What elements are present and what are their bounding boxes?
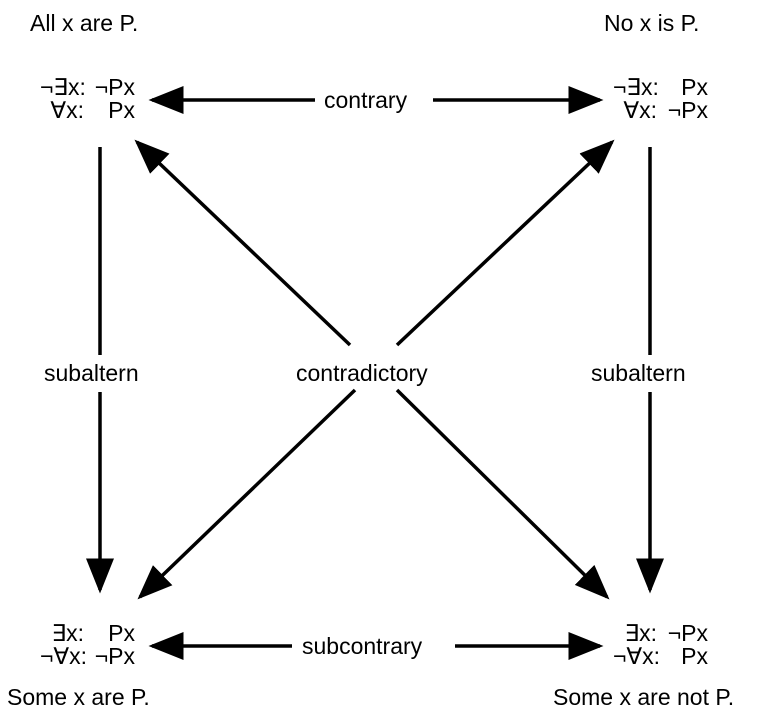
- A-predicate-1: ¬Px: [94, 74, 135, 100]
- contradictory-arrow-to-O: [395, 388, 610, 600]
- I-predicate-1: Px: [108, 620, 135, 646]
- A-quantifier-1: ¬∃x:: [40, 74, 86, 100]
- corner-O-caption: Some x are not P.: [553, 684, 735, 710]
- contradictory-arrow-to-A: [134, 139, 352, 347]
- relation-contradictory-label: contradictory: [292, 360, 432, 386]
- E-quantifier-2: ∀x:: [623, 97, 657, 123]
- E-predicate-1: Px: [681, 74, 708, 100]
- relation-subcontrary-label: subcontrary: [298, 633, 427, 659]
- O-quantifier-2: ¬∀x:: [613, 643, 661, 669]
- relation-subaltern-right-label: subaltern: [587, 360, 690, 386]
- corner-I-formula: ∃x: Px ¬∀x:¬Px: [40, 622, 135, 668]
- corner-O-formula: ∃x: ¬Px ¬∀x: Px: [613, 622, 708, 668]
- I-quantifier-2: ¬∀x:: [40, 643, 88, 669]
- corner-E-formula: ¬∃x: Px ∀x: ¬Px: [613, 76, 708, 122]
- O-predicate-1: ¬Px: [667, 620, 708, 646]
- corner-E-caption: No x is P.: [604, 10, 700, 36]
- corner-I-caption: Some x are P.: [7, 684, 150, 710]
- O-quantifier-1: ∃x:: [624, 620, 657, 646]
- O-predicate-2: Px: [681, 643, 708, 669]
- contradictory-arrow-to-E: [395, 139, 615, 347]
- A-predicate-2: Px: [108, 97, 135, 123]
- corner-A-caption: All x are P.: [30, 10, 139, 36]
- E-predicate-2: ¬Px: [667, 97, 708, 123]
- E-quantifier-1: ¬∃x:: [613, 74, 659, 100]
- corner-A-formula: ¬∃x: ¬Px ∀x: Px: [40, 76, 135, 122]
- relation-subaltern-left-label: subaltern: [40, 360, 143, 386]
- relation-contrary-label: contrary: [320, 87, 412, 113]
- A-quantifier-2: ∀x:: [50, 97, 84, 123]
- contradictory-arrow-to-I: [137, 388, 357, 600]
- I-quantifier-1: ∃x:: [51, 620, 84, 646]
- I-predicate-2: ¬Px: [94, 643, 135, 669]
